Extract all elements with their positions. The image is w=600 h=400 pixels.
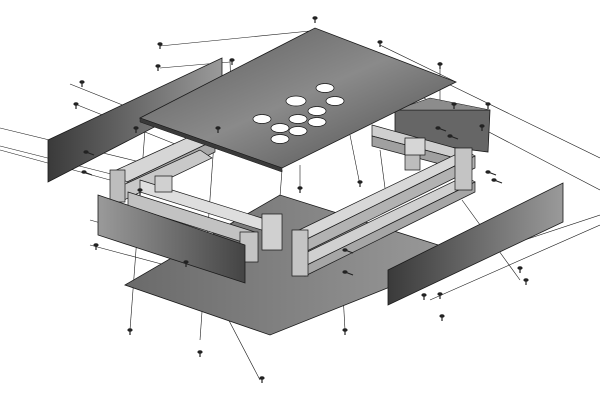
alignment-line: [439, 79, 600, 159]
button-hole: [288, 126, 308, 136]
button-hole: [307, 106, 327, 116]
screw-icon: [377, 40, 383, 47]
screw-icon: [312, 16, 318, 23]
button-hole: [315, 83, 335, 93]
button-hole: [307, 117, 327, 127]
screw-icon: [342, 328, 348, 335]
alignment-line: [379, 149, 386, 189]
screw-icon: [451, 102, 457, 109]
button-hole: [270, 134, 290, 144]
screw-icon: [73, 102, 79, 109]
screw-icon: [215, 126, 221, 133]
corner-brackets: [154, 137, 426, 251]
screw-icon: [155, 64, 161, 71]
screw-icon: [259, 376, 265, 383]
screw-icon: [133, 126, 139, 133]
screw-icon: [157, 42, 163, 49]
button-holes: [252, 83, 345, 144]
bolt-icon: [342, 248, 354, 254]
bolt-icon: [485, 170, 497, 176]
screw-icon: [479, 124, 485, 131]
screw-icon: [437, 292, 443, 299]
front-panel: [97, 194, 246, 284]
aluminum-extrusion-rails: [109, 124, 476, 277]
button-hole: [325, 96, 345, 106]
alignment-line: [429, 224, 600, 301]
alignment-line: [349, 134, 361, 186]
screw-icon: [183, 260, 189, 267]
button-hole: [288, 114, 308, 124]
top-panel: [138, 27, 457, 173]
bolt-icon: [447, 134, 459, 140]
bolt-icon: [342, 270, 354, 276]
button-hole: [270, 123, 290, 133]
alignment-line: [159, 29, 321, 47]
bolt-icon: [435, 126, 447, 132]
right-front-panel: [387, 182, 564, 306]
screw-icon: [137, 188, 143, 195]
screw-icon: [439, 314, 445, 321]
screw-icon: [197, 350, 203, 357]
screw-icon: [93, 243, 99, 250]
bolt-icon: [491, 178, 503, 184]
fasteners: [73, 16, 529, 383]
screw-icon: [523, 278, 529, 285]
screw-icon: [297, 186, 303, 193]
bolt-icon: [83, 150, 95, 156]
alignment-line: [379, 44, 457, 83]
screw-icon: [437, 62, 443, 69]
button-hole: [285, 95, 307, 107]
screw-icon: [421, 293, 427, 300]
bolt-icon: [81, 170, 93, 176]
screw-icon: [357, 180, 363, 187]
button-hole: [252, 114, 272, 124]
screw-icon: [127, 328, 133, 335]
screw-icon: [79, 80, 85, 87]
screw-icon: [485, 102, 491, 109]
screw-icon: [229, 58, 235, 65]
screw-icon: [517, 266, 523, 273]
